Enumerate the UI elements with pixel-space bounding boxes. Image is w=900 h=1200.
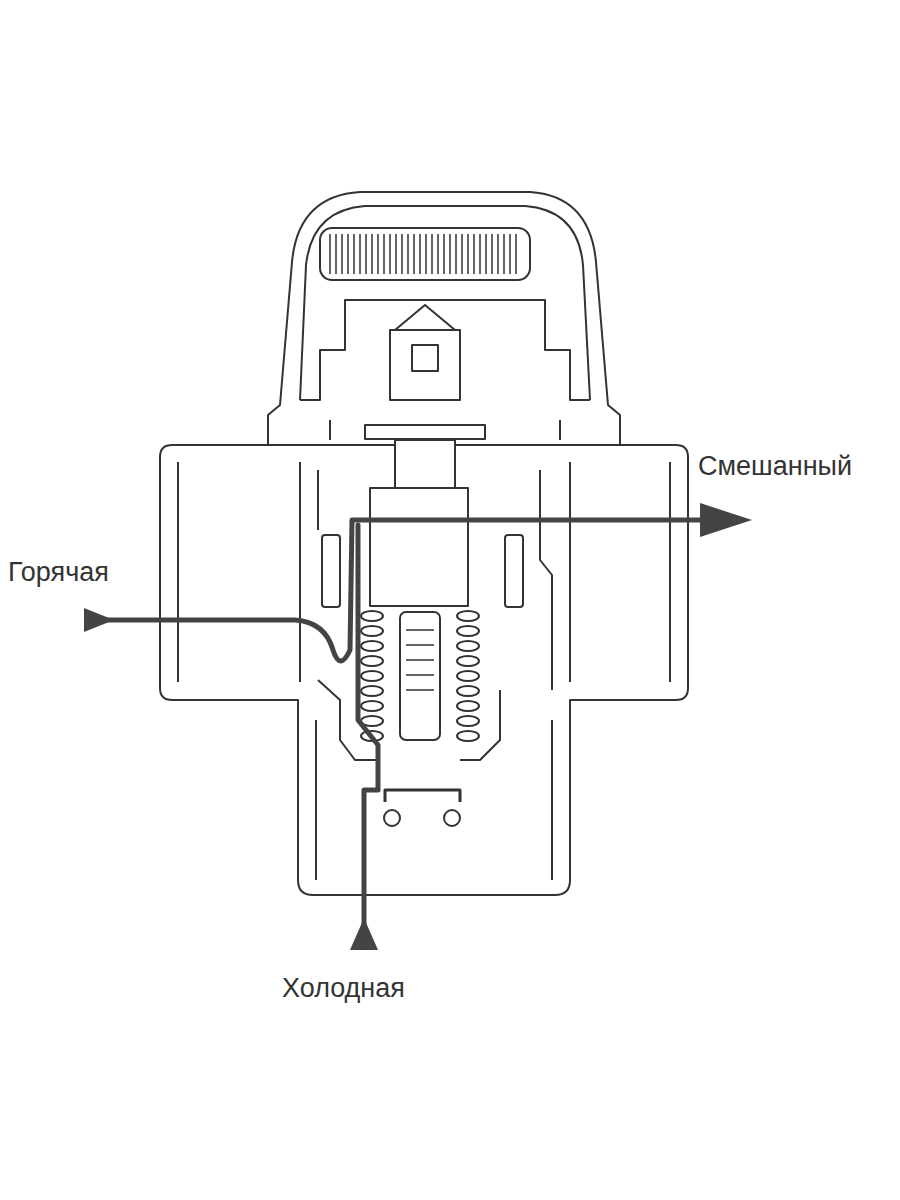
hot-seat [322,535,340,607]
stem [390,330,460,400]
spring-coil [361,686,383,696]
stem-square [412,345,438,371]
spring-coil [361,626,383,636]
seat-hook [444,810,460,826]
spring-coil [457,656,479,666]
spring-coil [457,731,479,741]
collar [365,425,485,439]
spring-coil [457,641,479,651]
cavity-wall [318,470,552,760]
spring-coil [361,641,383,651]
adjust-knob [320,228,530,280]
cold-flow-line [358,525,378,946]
spring-coil [361,701,383,711]
port-label: Горячая [8,556,109,588]
spindle [395,440,455,488]
spring-coil [457,611,479,621]
bottom-seat [385,790,460,802]
spring-coil [457,701,479,711]
cap-inner-line [300,206,590,400]
element-threads [406,630,434,690]
cold-seat [505,535,523,607]
port-label: Холодная [282,972,405,1004]
port-label: Смешанный [698,450,852,482]
bonnet-steps [300,300,590,440]
piston [370,488,468,606]
spring-coil [361,656,383,666]
spring-coil [361,671,383,681]
seat-hook [384,810,400,826]
spring-coil [457,716,479,726]
spring-coil [457,626,479,636]
stem-hex [395,305,455,330]
valve-body [160,192,688,895]
thermo-element [400,612,440,740]
knob-knurl [330,234,516,274]
port-thread [178,462,670,880]
spring [361,611,479,741]
spring-coil [457,686,479,696]
cold-arrowhead [350,918,378,950]
valve-housing [160,445,688,895]
mixed-arrowhead [700,503,752,537]
hot-arrowhead [84,608,114,632]
bonnet [268,192,620,445]
spring-coil [457,671,479,681]
flow-arrows [84,503,752,950]
spring-coil [361,611,383,621]
hot-flow-line [95,520,705,661]
